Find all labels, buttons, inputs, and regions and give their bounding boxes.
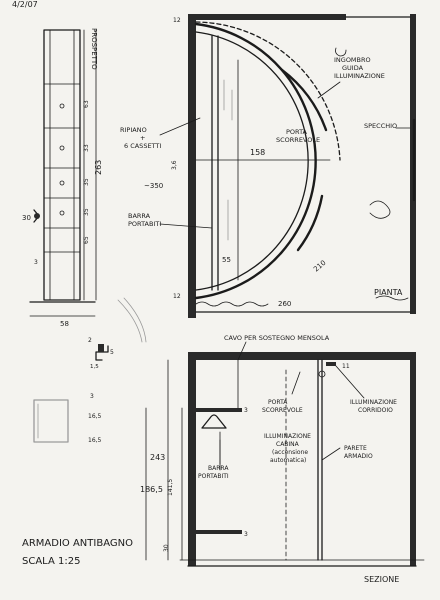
profile-detail — [95, 344, 109, 361]
header-date: 4/2/07 — [12, 0, 38, 9]
prospetto-bottom-mark: 3 — [34, 259, 38, 266]
pianta-porta-label: PORTA SCORREVOLE — [276, 128, 320, 144]
sezione-ill-cabina-label: ILLUMINAZIONE CABINA (accensione automat… — [264, 433, 313, 464]
prospetto-dim-1: 63 — [83, 100, 90, 108]
pianta-dim-radius: 158 — [250, 148, 265, 157]
hanger-icon — [201, 414, 227, 429]
side-detail-dim-1: 3 — [90, 393, 94, 400]
sezione-dim-top3: 3 — [244, 407, 248, 414]
sezione-section — [179, 352, 425, 567]
section-ceiling — [194, 352, 416, 360]
pianta-dim-bottom: 12 — [173, 293, 181, 300]
prospetto-elevation — [29, 29, 96, 317]
sezione-ill-corridoio-label: ILLUMINAZIONE CORRIDOIO — [350, 399, 399, 414]
sketch-arc — [117, 299, 143, 343]
prospetto-dim-chain — [83, 29, 97, 301]
pianta-plan — [188, 14, 416, 318]
prospetto-dim-2: 33 — [83, 144, 90, 152]
sezione-dim-lower: 186,5 — [140, 485, 163, 494]
pianta-dim-arc: 210 — [312, 259, 327, 274]
pianta-dim-top: 12 — [173, 17, 181, 24]
wall-top — [188, 14, 346, 20]
prospetto-dim-5: 65 — [83, 236, 90, 244]
sheet-scale: SCALA 1:25 — [22, 556, 80, 567]
pianta-ripiano-label: RIPIANO + 6 CASSETTI — [120, 126, 161, 150]
pianta-specchio-label: SPECCHIO — [364, 122, 397, 130]
detail-dim-2: 5 — [110, 349, 114, 356]
prospetto-dim-4: 35 — [83, 208, 90, 216]
detail-dim-3: 1,5 — [90, 364, 99, 370]
side-faint-box — [33, 399, 69, 443]
sezione-dim-mid: 141,5 — [167, 479, 174, 496]
section-wall-left — [188, 352, 196, 566]
detail-dim-1: 2 — [88, 337, 92, 344]
sezione-dim-upper: 243 — [150, 453, 165, 462]
pianta-dim-approx: ~350 — [144, 182, 163, 190]
pianta-label: PIANTA — [374, 288, 403, 297]
prospetto-total-height: 263 — [94, 160, 103, 175]
pianta-dim-depth: 3,6 — [171, 160, 178, 170]
section-wall-right — [410, 352, 416, 566]
side-detail-dim-2: 16,5 — [88, 413, 102, 420]
sezione-parete-label: PARETE ARMADIO — [344, 445, 373, 460]
prospetto-side-mark: 30 — [22, 214, 31, 222]
prospetto-label: PROSPETTO — [90, 28, 98, 70]
prospetto-width-mark: 58 — [60, 320, 69, 328]
sheet-title: ARMADIO ANTIBAGNO — [22, 538, 133, 549]
pianta-barra-label: BARRA PORTABITI — [128, 212, 161, 228]
sezione-dim-bottom: 30 — [163, 544, 170, 552]
pianta-dim-bar: 55 — [222, 256, 231, 264]
sezione-label: SEZIONE — [364, 575, 399, 584]
sezione-dim-11: 11 — [342, 363, 350, 370]
sezione-porta-label: PORTA SCORREVOLE — [262, 399, 303, 414]
cabin-light — [318, 370, 326, 378]
corridor-light — [326, 362, 336, 366]
rod-marker-icon — [34, 213, 40, 219]
light-guide-outline — [195, 21, 341, 161]
pianta-ingombro-label: INGOMBRO GUIDA ILLUMINAZIONE — [334, 56, 385, 80]
sezione-dim-bot3: 3 — [244, 531, 248, 538]
pianta-dim-width: 260 — [278, 300, 291, 308]
wall-left — [188, 14, 196, 318]
prospetto-dim-3: 35 — [83, 178, 90, 186]
side-detail-dim-3: 16,5 — [88, 437, 102, 444]
sezione-barra-label: BARRA PORTABITI — [198, 465, 230, 480]
sezione-cavo-label: CAVO PER SOSTEGNO MENSOLA — [224, 334, 330, 342]
